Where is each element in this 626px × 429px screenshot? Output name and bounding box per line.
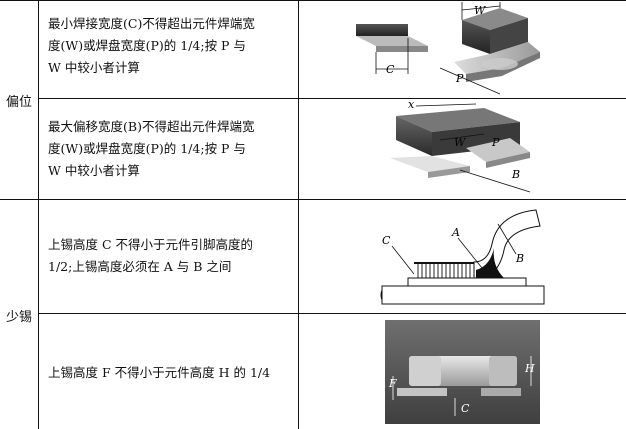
label-w: W	[454, 136, 467, 149]
row-2-line-2: 度(W)或焊盘宽度(P)的 1/4;按 P 与	[48, 141, 246, 156]
row-1-description: 最小焊接宽度(C)不得超出元件焊端宽 度(W)或焊盘宽度(P)的 1/4;按 P…	[48, 13, 298, 79]
label-x: x	[408, 100, 415, 111]
label-c: C	[461, 402, 470, 415]
row-1-line-3: W 中较小者计算	[48, 60, 140, 75]
figure-lead-solder-height: C A B	[380, 209, 545, 305]
column-divider	[38, 0, 39, 429]
label-b-leader	[497, 223, 517, 255]
row-2-line-3: W 中较小者计算	[48, 163, 140, 178]
p-dim-arrow	[439, 67, 501, 95]
column-divider	[298, 0, 299, 429]
x-dim-line	[415, 103, 477, 107]
label-a-leader	[457, 237, 483, 269]
label-h: H	[524, 362, 535, 375]
row-4-line-1: 上锡高度 F 不得小于元件高度 H 的 1/4	[48, 365, 271, 380]
label-c: C	[382, 234, 391, 247]
row-divider	[0, 199, 626, 200]
label-p: P	[455, 72, 464, 85]
p-dim-line	[459, 169, 531, 193]
solder-fillet	[476, 248, 504, 278]
row-3-description: 上锡高度 C 不得小于元件引脚高度的 1/2;上锡高度必须在 A 与 B 之间	[48, 234, 298, 278]
label-a: A	[451, 226, 460, 239]
row-3-line-1: 上锡高度 C 不得小于元件引脚高度的	[48, 237, 254, 252]
row-4-description: 上锡高度 F 不得小于元件高度 H 的 1/4	[48, 362, 298, 384]
w-dim-arrow	[461, 5, 501, 11]
category-insufficient-solder: 少锡	[5, 310, 32, 325]
row-1-line-1: 最小焊接宽度(C)不得超出元件焊端宽	[48, 16, 255, 31]
label-c-leader	[391, 245, 415, 275]
label-c: C	[386, 63, 395, 76]
category-offset: 偏位	[5, 95, 32, 110]
w-dim-line	[439, 133, 485, 141]
row-1-line-2: 度(W)或焊盘宽度(P)的 1/4;按 P 与	[48, 38, 246, 53]
row-3-line-2: 1/2;上锡高度必须在 A 与 B 之间	[48, 259, 232, 274]
label-b: B	[511, 168, 520, 181]
label-b: B	[515, 252, 524, 265]
row-2-description: 最大偏移宽度(B)不得超出元件焊端宽 度(W)或焊盘宽度(P)的 1/4;按 P…	[48, 116, 298, 182]
row-divider	[38, 313, 626, 314]
row-2-line-1: 最大偏移宽度(B)不得超出元件焊端宽	[48, 119, 255, 134]
solder-hatching	[417, 264, 471, 278]
label-w: W	[474, 4, 487, 17]
figure-chip-solder-photo: F H C	[385, 320, 540, 424]
label-f: F	[388, 377, 397, 390]
row-divider	[38, 98, 626, 99]
figure-min-solder-width: C W P	[356, 2, 540, 95]
row-divider	[0, 0, 626, 1]
label-p: P	[491, 136, 500, 149]
figure-max-offset-width: x W P B	[390, 100, 531, 193]
